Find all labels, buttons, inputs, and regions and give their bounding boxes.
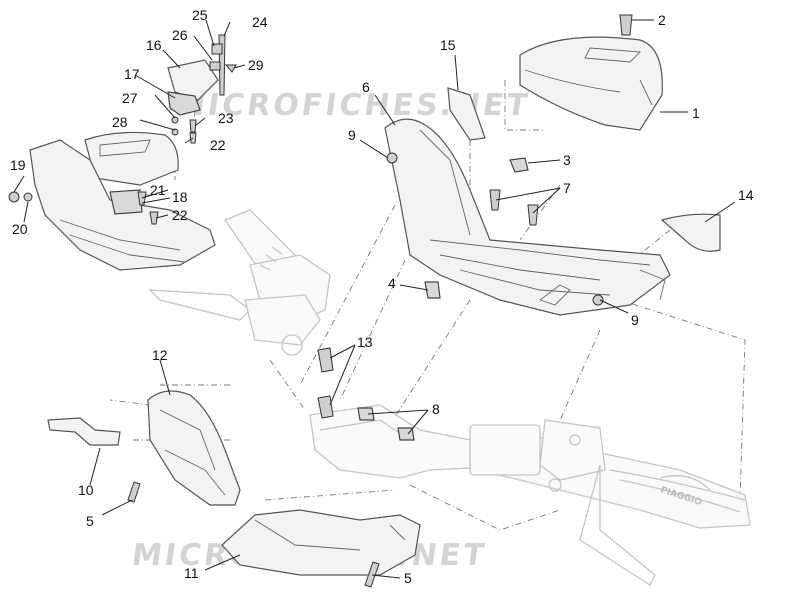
callout-6: 6 <box>362 79 370 95</box>
callout-4: 4 <box>388 275 396 291</box>
callout-11: 11 <box>184 565 199 581</box>
callout-3: 3 <box>563 152 571 168</box>
callout-18: 18 <box>172 189 188 205</box>
part-8-clips <box>357 407 415 441</box>
part-7-screws <box>489 189 539 226</box>
callout-10: 10 <box>78 482 94 498</box>
part-15-trim <box>447 87 486 141</box>
callout-1: 1 <box>692 105 700 121</box>
part-1-upper-cover <box>519 36 663 131</box>
callout-22a: 22 <box>210 137 226 153</box>
leader-lines <box>13 19 736 579</box>
callout-labels: 1 2 3 4 5 5 6 7 8 9 9 10 11 12 13 14 15 … <box>10 7 754 586</box>
callout-26: 26 <box>172 27 188 43</box>
callout-14: 14 <box>738 187 754 203</box>
part-3-nut <box>509 157 529 173</box>
part-10-bracket <box>47 417 121 446</box>
callout-27: 27 <box>122 90 138 106</box>
callout-7: 7 <box>563 180 571 196</box>
part-11-lower-cover <box>221 509 421 576</box>
left-grip-lever-ghost <box>148 209 331 356</box>
inset-assembly <box>8 34 237 271</box>
callout-5b: 5 <box>404 570 412 586</box>
part-14-right-cap <box>660 213 721 252</box>
callout-28: 28 <box>112 114 128 130</box>
callout-9a: 9 <box>348 127 356 143</box>
handlebar-ghost <box>309 404 751 586</box>
part-2-screw <box>619 14 633 36</box>
callout-21: 21 <box>150 182 166 198</box>
callout-25: 25 <box>192 7 208 23</box>
callout-23: 23 <box>218 110 234 126</box>
callout-22b: 22 <box>172 207 188 223</box>
callout-29: 29 <box>248 57 264 73</box>
callout-20: 20 <box>12 221 28 237</box>
callout-16: 16 <box>146 37 162 53</box>
callout-8: 8 <box>432 401 440 417</box>
callout-24: 24 <box>252 14 268 30</box>
part-5-screws <box>127 481 380 588</box>
part-4-clip <box>424 281 441 299</box>
callout-2: 2 <box>658 12 666 28</box>
callout-5a: 5 <box>86 513 94 529</box>
callout-17: 17 <box>124 66 140 82</box>
callout-9b: 9 <box>631 312 639 328</box>
callout-13: 13 <box>357 334 373 350</box>
callout-12: 12 <box>152 347 168 363</box>
part-13-screws <box>317 347 334 419</box>
callout-19: 19 <box>10 157 26 173</box>
part-6-rear-cover <box>384 118 671 316</box>
callout-15: 15 <box>440 37 456 53</box>
part-12-front-panel <box>147 390 241 506</box>
